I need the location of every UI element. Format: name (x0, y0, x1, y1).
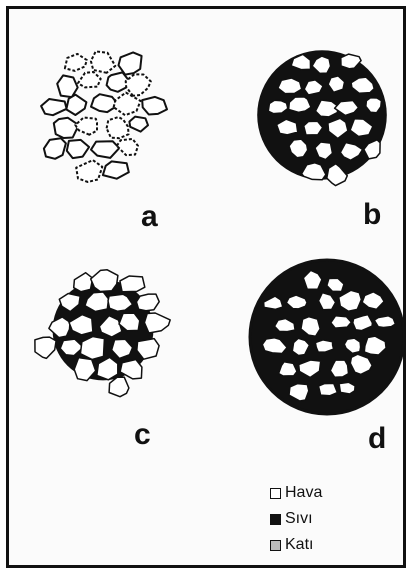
aggregate-b (257, 50, 387, 185)
grain-a-7 (41, 99, 67, 115)
legend-label-sivi: Sıvı (285, 510, 313, 528)
grain-a-16 (44, 138, 66, 159)
grain-c-1 (91, 270, 118, 292)
grain-d-11 (374, 316, 395, 328)
grain-a-10 (114, 93, 141, 116)
grain-a-9 (91, 94, 117, 112)
grain-a-12 (54, 118, 79, 138)
grain-a-1 (91, 51, 115, 72)
grain-b-7 (268, 100, 288, 113)
legend-label-kati: Katı (285, 536, 313, 554)
grain-a-13 (75, 118, 97, 135)
grain-d-14 (315, 340, 333, 352)
panel-label-b: b (363, 200, 381, 230)
grain-c-6 (136, 294, 159, 311)
aggregate-c (35, 270, 170, 397)
legend-label-hava: Hava (285, 484, 322, 502)
legend: Hava Sıvı Katı (270, 480, 322, 558)
grain-a-11 (142, 97, 167, 115)
grain-c-20 (109, 377, 129, 397)
grain-a-21 (103, 161, 129, 178)
grain-a-20 (76, 160, 102, 182)
grain-c-12 (35, 337, 56, 358)
grain-a-17 (67, 140, 89, 158)
legend-item-kati: Katı (270, 532, 322, 558)
grain-a-8 (66, 95, 86, 115)
grain-c-2 (120, 276, 145, 292)
grain-c-0 (74, 273, 93, 292)
grain-b-3 (278, 78, 302, 94)
grain-a-0 (65, 54, 87, 71)
grain-b-11 (366, 98, 382, 113)
grain-d-23 (339, 382, 355, 394)
grain-c-7 (49, 317, 70, 338)
panel-label-c: c (134, 420, 151, 450)
legend-swatch-hava (270, 488, 281, 499)
panel-label-a: a (141, 202, 158, 232)
grain-a-6 (126, 74, 151, 96)
grain-a-2 (119, 52, 142, 74)
legend-item-hava: Hava (270, 480, 322, 506)
grain-a-15 (129, 117, 148, 132)
grain-b-8 (289, 97, 311, 113)
grain-a-3 (57, 75, 77, 97)
legend-swatch-sivi (270, 514, 281, 525)
legend-swatch-kati (270, 540, 281, 551)
grain-c-11 (144, 313, 170, 333)
grain-b-13 (304, 121, 323, 135)
panels (35, 50, 404, 414)
aggregate-a (41, 51, 167, 182)
grain-a-14 (107, 117, 129, 138)
grain-a-19 (117, 139, 138, 155)
grain-a-4 (78, 72, 101, 87)
grain-a-18 (91, 141, 119, 158)
panel-label-d: d (368, 424, 386, 454)
aggregate-d (250, 260, 404, 414)
grain-d-22 (319, 383, 338, 395)
legend-item-sivi: Sıvı (270, 506, 322, 532)
